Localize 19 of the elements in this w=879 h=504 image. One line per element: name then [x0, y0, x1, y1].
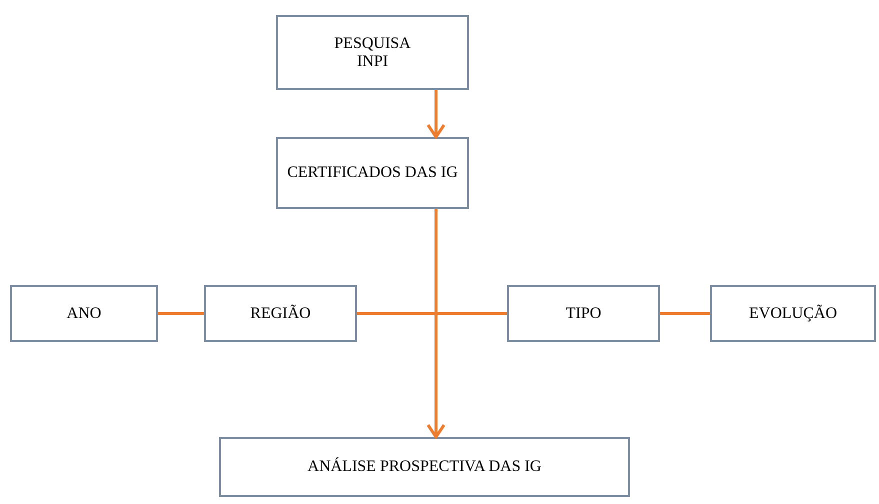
box-label: CERTIFICADOS DAS IG: [286, 164, 459, 182]
process-box: [276, 137, 469, 209]
box-label: ANÁLISE PROSPECTIVA DAS IG: [306, 458, 542, 476]
process-box: [10, 285, 158, 342]
connector-line: [158, 312, 204, 315]
arrow: [426, 209, 446, 438]
process-box: [276, 15, 469, 90]
box-label: REGIÃO: [249, 304, 312, 322]
connector-line: [660, 312, 710, 315]
box-label: TIPO: [564, 304, 602, 322]
process-box: [204, 285, 357, 342]
box-label: EVOLUÇÃO: [748, 304, 838, 322]
process-box: [219, 437, 630, 497]
connector-line: [357, 312, 507, 315]
process-box: [507, 285, 660, 342]
box-label: PESQUISA INPI: [333, 34, 412, 70]
process-box: [710, 285, 876, 342]
arrow: [426, 90, 446, 138]
box-label: ANO: [66, 304, 102, 322]
